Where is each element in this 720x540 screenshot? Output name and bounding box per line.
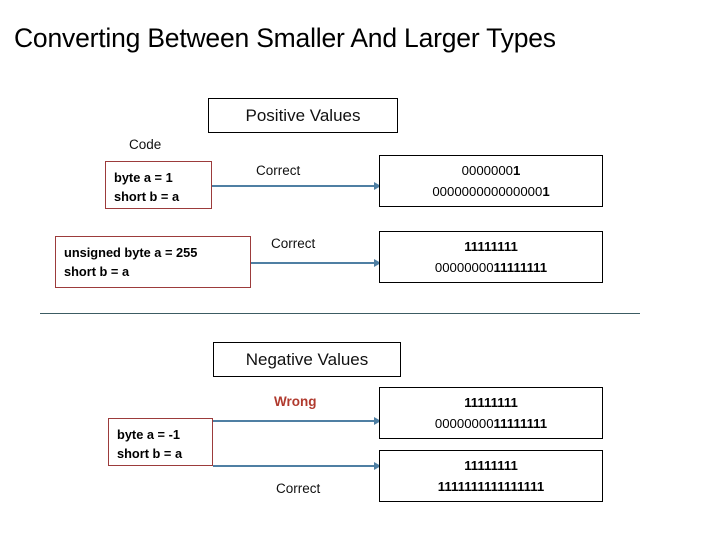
binary-bits-strong: 1111111111111111 bbox=[437, 479, 545, 494]
binary-bits-plain: 00000000 bbox=[434, 260, 494, 275]
code-line: short b = a bbox=[114, 189, 180, 204]
flow-arrow bbox=[251, 259, 381, 267]
binary-top-row: 11111111 bbox=[380, 236, 602, 257]
binary-bits-plain: 00000000 bbox=[434, 416, 494, 431]
binary-bits-strong: 1 bbox=[542, 184, 550, 199]
binary-bottom-row: 1111111111111111 bbox=[380, 476, 602, 497]
section-header-positive-label: Positive Values bbox=[245, 105, 361, 125]
binary-bottom-row: 0000000000000001 bbox=[380, 181, 602, 202]
binary-value-box: 00000001 0000000000000001 bbox=[379, 155, 603, 207]
binary-bits-strong: 1 bbox=[513, 163, 521, 178]
binary-bits-strong: 11111111 bbox=[493, 416, 548, 431]
binary-bits-strong: 11111111 bbox=[464, 239, 518, 254]
section-header-negative: Negative Values bbox=[213, 342, 401, 377]
flow-arrow bbox=[213, 417, 381, 425]
flow-arrow bbox=[213, 462, 381, 470]
binary-bits-plain: 0000000 bbox=[461, 163, 513, 178]
section-header-positive: Positive Values bbox=[208, 98, 398, 133]
binary-value-box: 11111111 0000000011111111 bbox=[379, 387, 603, 439]
code-box: byte a = 1 short b = a bbox=[105, 161, 212, 209]
code-box: unsigned byte a = 255 short b = a bbox=[55, 236, 251, 288]
code-line: byte a = -1 bbox=[117, 427, 180, 442]
binary-bottom-row: 0000000011111111 bbox=[380, 413, 602, 434]
code-line: byte a = 1 bbox=[114, 170, 173, 185]
binary-bottom-row: 0000000011111111 bbox=[380, 257, 602, 278]
verdict-label: Correct bbox=[256, 163, 301, 178]
section-divider bbox=[40, 313, 640, 314]
flow-arrow bbox=[212, 182, 381, 190]
code-box: byte a = -1 short b = a bbox=[108, 418, 213, 466]
binary-bits-strong: 11111111 bbox=[464, 395, 518, 410]
code-line: unsigned byte a = 255 bbox=[64, 245, 198, 260]
verdict-label: Correct bbox=[276, 481, 321, 496]
binary-bits-strong: 11111111 bbox=[464, 458, 518, 473]
verdict-label: Correct bbox=[271, 236, 316, 251]
binary-value-box: 11111111 1111111111111111 bbox=[379, 450, 603, 502]
code-line: short b = a bbox=[64, 264, 130, 279]
verdict-label: Wrong bbox=[274, 394, 317, 409]
code-column-caption: Code bbox=[129, 137, 162, 152]
binary-bits-strong: 11111111 bbox=[493, 260, 548, 275]
binary-value-box: 11111111 0000000011111111 bbox=[379, 231, 603, 283]
section-header-negative-label: Negative Values bbox=[245, 349, 369, 369]
binary-bits-plain: 000000000000000 bbox=[432, 184, 543, 199]
binary-top-row: 11111111 bbox=[380, 455, 602, 476]
binary-top-row: 11111111 bbox=[380, 392, 602, 413]
page-title: Converting Between Smaller And Larger Ty… bbox=[14, 23, 556, 53]
code-line: short b = a bbox=[117, 446, 183, 461]
binary-top-row: 00000001 bbox=[380, 160, 602, 181]
